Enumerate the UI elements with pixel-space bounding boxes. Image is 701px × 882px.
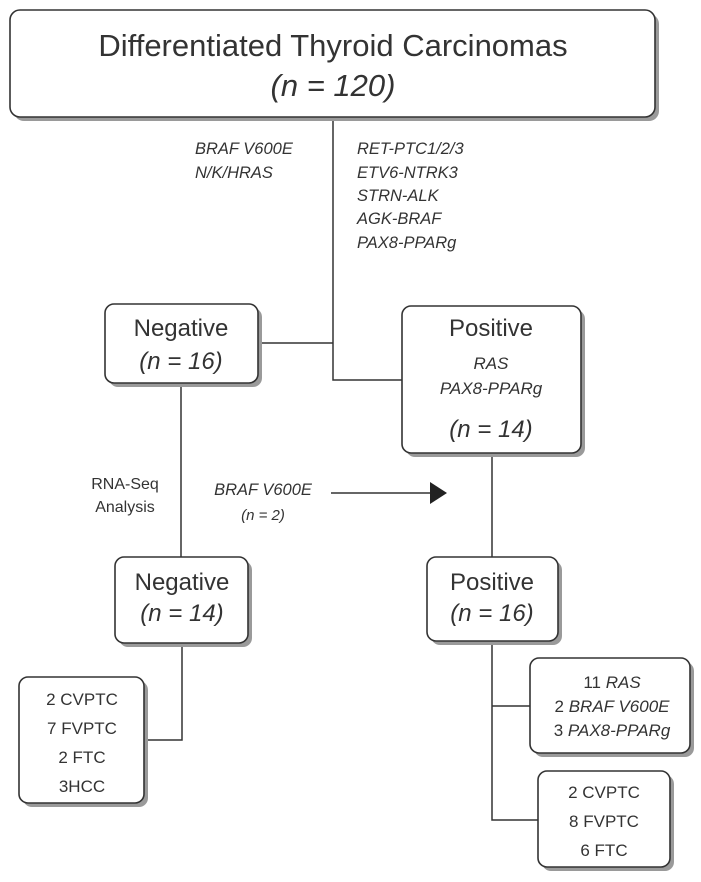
histology-item: 7 FVPTC bbox=[47, 719, 117, 738]
positive-title: Positive bbox=[449, 315, 533, 342]
gene-label: RET-PTC1/2/3 bbox=[357, 140, 465, 158]
connector-positive2-to-details bbox=[491, 641, 538, 821]
positive-gene: PAX8-PPARg bbox=[440, 379, 543, 398]
transfer-n: (n = 2) bbox=[241, 507, 285, 524]
mutation-item: 3 PAX8-PPARg bbox=[554, 721, 671, 740]
positive-histology-box: 2 CVPTC 8 FVPTC 6 FTC bbox=[537, 770, 674, 871]
mutation-item: 2 BRAF V600E bbox=[555, 697, 671, 716]
gene-label: BRAF V600E bbox=[195, 140, 294, 158]
left-gene-labels: BRAF V600E N/K/HRAS bbox=[195, 140, 294, 182]
histology-item: 8 FVPTC bbox=[569, 812, 639, 831]
negative-box-2: Negative (n = 14) bbox=[114, 556, 252, 647]
gene-label: ETV6-NTRK3 bbox=[357, 164, 459, 182]
gene-label: N/K/HRAS bbox=[195, 164, 273, 182]
positive-box-1: Positive RAS PAX8-PPARg (n = 14) bbox=[401, 305, 585, 457]
right-gene-labels: RET-PTC1/2/3 ETV6-NTRK3 STRN-ALK AGK-BRA… bbox=[356, 140, 465, 252]
connector-top-to-positive bbox=[332, 117, 402, 381]
gene-label: STRN-ALK bbox=[357, 187, 440, 205]
negative-box-1: Negative (n = 16) bbox=[104, 303, 262, 387]
positive-mutations-box: 11 RAS 2 BRAF V600E 3 PAX8-PPARg bbox=[529, 657, 694, 757]
mutation-item: 11 RAS bbox=[583, 673, 641, 692]
negative-n: (n = 14) bbox=[140, 600, 223, 627]
positive-gene: RAS bbox=[474, 354, 510, 373]
histology-item: 3HCC bbox=[59, 777, 105, 796]
connector-negative2-to-histology bbox=[145, 643, 183, 741]
positive-title: Positive bbox=[450, 569, 534, 596]
histology-item: 2 CVPTC bbox=[46, 690, 118, 709]
positive-n: (n = 14) bbox=[449, 416, 532, 443]
arrow-head-icon bbox=[430, 482, 447, 504]
histology-item: 2 FTC bbox=[58, 748, 105, 767]
gene-label: PAX8-PPARg bbox=[357, 234, 457, 252]
top-box: Differentiated Thyroid Carcinomas (n = 1… bbox=[9, 9, 659, 121]
rnaseq-label: RNA-Seq bbox=[91, 476, 159, 493]
histology-item: 6 FTC bbox=[580, 841, 627, 860]
negative-title: Negative bbox=[135, 569, 230, 596]
connectors bbox=[145, 117, 538, 821]
negative-title: Negative bbox=[134, 315, 229, 342]
histology-item: 2 CVPTC bbox=[568, 783, 640, 802]
positive-box-2: Positive (n = 16) bbox=[426, 556, 562, 645]
gene-label: AGK-BRAF bbox=[356, 210, 442, 228]
negative-histology-box: 2 CVPTC 7 FVPTC 2 FTC 3HCC bbox=[18, 676, 148, 807]
transfer-gene: BRAF V600E bbox=[214, 481, 313, 499]
negative-n: (n = 16) bbox=[139, 348, 222, 375]
positive-n: (n = 16) bbox=[450, 600, 533, 627]
top-title: Differentiated Thyroid Carcinomas bbox=[98, 28, 567, 63]
rnaseq-label: Analysis bbox=[95, 499, 155, 516]
top-n: (n = 120) bbox=[271, 68, 396, 103]
